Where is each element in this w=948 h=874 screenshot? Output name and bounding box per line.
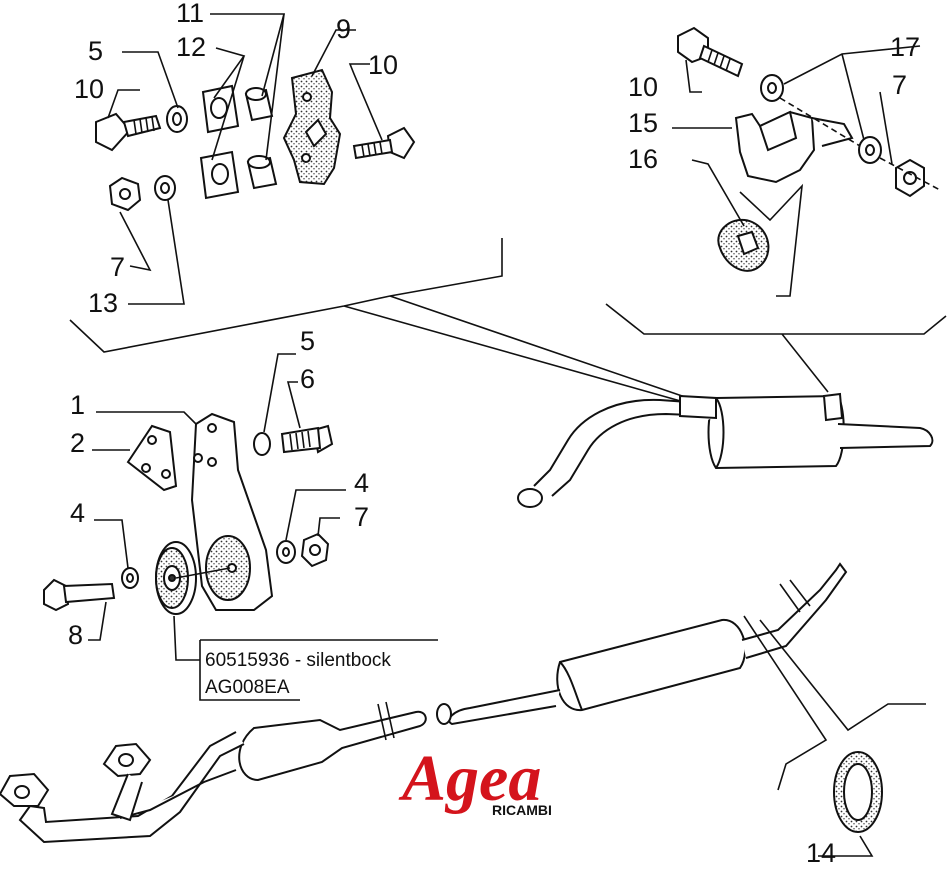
label-7a: 7 [110,252,125,282]
part-number-text: 60515936 - silentbock [205,650,391,671]
top-left-hanger-group [95,13,416,305]
label-9: 9 [336,14,351,44]
washer-5-mid [253,432,271,456]
label-10c: 10 [628,72,658,102]
bracket-12 [199,84,240,200]
label-14: 14 [806,838,836,868]
label-13: 13 [88,288,118,318]
label-15: 15 [628,108,658,138]
label-11: 11 [176,0,204,28]
label-6: 6 [300,364,315,394]
label-7b: 7 [892,70,907,100]
silentblock-group [43,353,438,701]
callout-numbers: 11 9 5 12 10 10 7 13 10 15 16 17 7 5 6 1… [68,0,920,868]
label-5a: 5 [88,36,103,66]
label-4a: 4 [70,498,85,528]
label-5b: 5 [300,326,315,356]
guide-lines-left [69,238,689,403]
top-right-clamp-group [605,26,947,393]
label-7c: 7 [354,502,369,532]
washer-5-top [166,105,188,133]
label-8: 8 [68,620,83,650]
label-4b: 4 [354,468,369,498]
silentblock-callout-leader [173,615,200,661]
logo-brand: Agea [398,742,541,815]
gasket-14 [833,751,883,833]
label-1: 1 [70,390,85,420]
front-pipe [238,710,427,782]
label-2: 2 [70,428,85,458]
part-code-text: AG008EA [205,677,290,698]
label-16: 16 [628,144,658,174]
bushing-11 [244,87,278,190]
middle-muffler [556,618,747,712]
rear-muffler [517,392,934,508]
label-10b: 10 [368,50,398,80]
logo-sub: RICAMBI [492,802,552,818]
label-17: 17 [890,32,920,62]
agea-logo: Agea RICAMBI [398,742,552,818]
bolt-10-right [352,126,416,160]
label-10a: 10 [74,74,104,104]
label-12: 12 [176,32,206,62]
bolt-10-left [95,112,162,152]
bolt-8 [43,578,70,612]
bottom-exhaust [0,562,926,857]
